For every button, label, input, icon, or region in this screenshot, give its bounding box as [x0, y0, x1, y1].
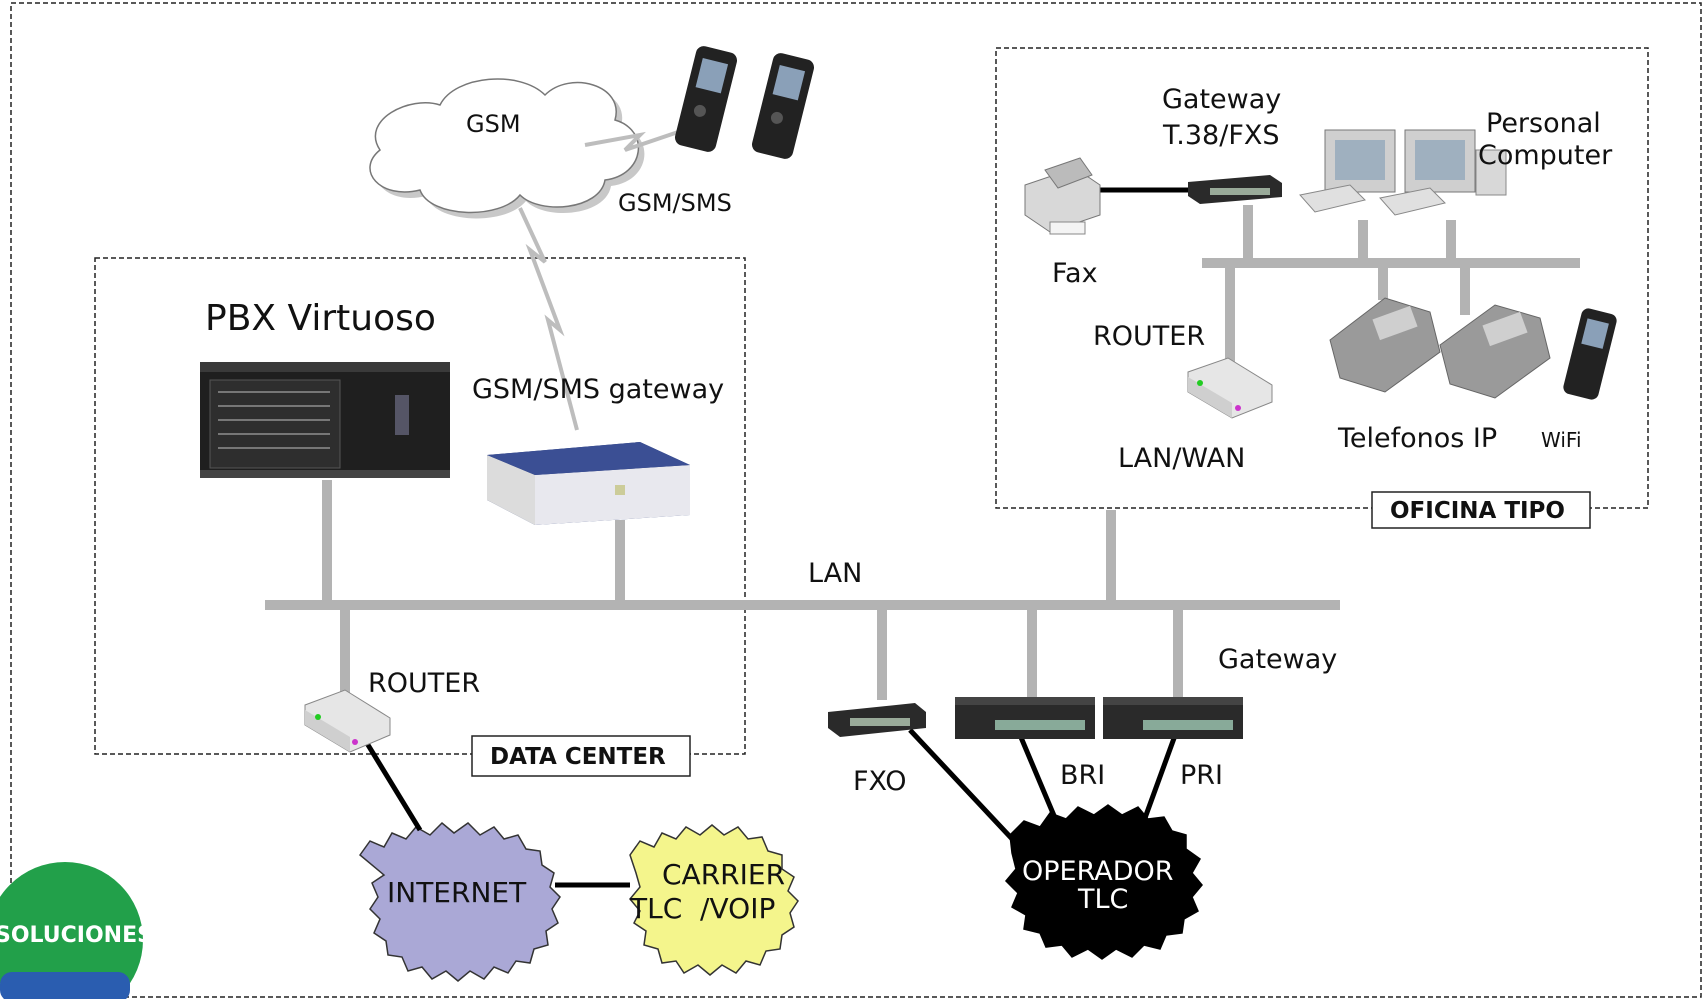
data-center-label: DATA CENTER	[490, 744, 666, 770]
logo-text: SOLUCIONES	[0, 923, 153, 948]
fax-icon	[1024, 157, 1101, 235]
gsm-sms-label: GSM/SMS	[618, 189, 732, 217]
pri-gateway-icon	[1103, 697, 1243, 739]
bri-gateway-icon	[955, 697, 1095, 739]
router-dc-icon	[304, 689, 391, 753]
gsm-cloud: GSM	[369, 78, 645, 219]
carrier-label-2: TLC /VOIP	[629, 892, 775, 925]
gateway-label: Gateway	[1218, 644, 1337, 675]
internet-cloud: INTERNET	[358, 821, 561, 982]
operador-label-2: TLC	[1077, 884, 1128, 915]
bri-label: BRI	[1060, 760, 1105, 791]
gsm-phone-icon	[674, 46, 815, 159]
lan-wan-label: LAN/WAN	[1118, 443, 1245, 474]
oficina-label-box	[1371, 491, 1591, 529]
router-office-icon	[1187, 357, 1273, 419]
fxo-label: FXO	[853, 766, 907, 797]
wifi-label: WiFi	[1541, 428, 1582, 452]
gsm-gateway-icon	[487, 442, 690, 525]
operador-cloud: OPERADOR TLC	[1004, 804, 1203, 960]
ip-phone-icon	[1329, 297, 1551, 399]
carrier-label-1: CARRIER	[662, 858, 785, 891]
fax-label: Fax	[1052, 258, 1098, 289]
pc-label-1: Personal	[1486, 108, 1601, 139]
lan-label: LAN	[808, 558, 862, 589]
oficina-box	[995, 47, 1649, 509]
lan-bus	[265, 480, 1340, 700]
carrier-cloud: CARRIER TLC /VOIP	[629, 824, 799, 976]
router-office-label: ROUTER	[1093, 321, 1205, 352]
company-logo: SOLUCIONES	[0, 862, 153, 999]
wireless-links	[518, 126, 691, 431]
gw-t38-label-1: Gateway	[1162, 84, 1281, 115]
oficina-label: OFICINA TIPO	[1390, 498, 1565, 524]
gsm-gateway-label: GSM/SMS gateway	[472, 374, 724, 405]
data-center-label-box	[471, 735, 691, 777]
gsm-cloud-label: GSM	[466, 110, 521, 138]
pbx-label: PBX Virtuoso	[205, 298, 436, 339]
operador-label-1: OPERADOR	[1022, 856, 1174, 887]
internet-label: INTERNET	[387, 876, 527, 909]
fxo-gateway-icon	[828, 703, 926, 737]
gw-t38-label-2: T.38/FXS	[1162, 120, 1280, 151]
pc-label-2: Computer	[1478, 140, 1613, 171]
pc-icon	[1299, 129, 1507, 216]
office-bus	[1202, 205, 1580, 365]
outer-frame	[10, 2, 1702, 998]
t38-gateway-icon	[1188, 175, 1282, 204]
telefonos-label: Telefonos IP	[1337, 423, 1497, 454]
pri-label: PRI	[1180, 760, 1223, 791]
pbx-server-icon	[200, 362, 450, 478]
data-center-box	[94, 257, 746, 755]
wifi-phone-icon	[1563, 308, 1617, 400]
router-dc-label: ROUTER	[368, 668, 480, 699]
